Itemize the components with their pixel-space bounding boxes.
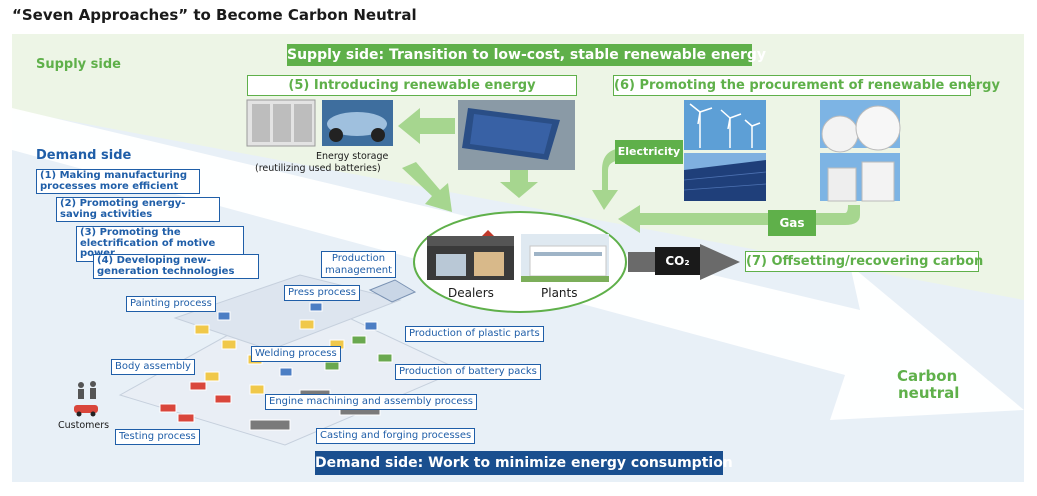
process-engine-machining: Engine machining and assembly process [265,394,477,410]
customers-icon [74,381,98,417]
plants-label: Plants [541,286,578,300]
process-battery-packs: Production of battery packs [395,364,541,380]
solar-plant-image [458,100,575,170]
process-painting: Painting process [126,296,216,312]
process-welding: Welding process [251,346,341,362]
arrow-renewable-to-plants [500,170,538,198]
process-testing: Testing process [115,429,200,445]
carbon-neutral-label-2: neutral [898,384,960,402]
solar-field-image [683,153,767,201]
plants-image [521,234,609,282]
arrow-to-storage [398,108,455,144]
dealers-image [427,230,514,280]
storage-cabinet-image [246,99,316,147]
storage-tank-image [820,153,900,202]
arrow-storage-to-plants [402,162,452,212]
energy-storage-label: Energy storage [316,151,389,162]
box-procurement-renewable: (6) Promoting the procurement of renewab… [613,75,1000,96]
dealers-label: Dealers [448,286,494,300]
page-title: “Seven Approaches” to Become Carbon Neut… [12,6,417,24]
process-plastic-parts: Production of plastic parts [405,326,544,342]
co2-label: CO₂ [655,247,700,275]
demand-banner: Demand side: Work to minimize energy con… [315,451,733,475]
customers-label: Customers [58,420,110,431]
wind-turbine-image [684,100,766,150]
carbon-neutral-label-1: Carbon [897,367,958,385]
approach-2: (2) Promoting energy-saving activities [56,197,220,222]
arrow-gas [618,205,860,233]
process-body-assembly: Body assembly [111,359,195,375]
gas-label: Gas [768,210,816,236]
process-press: Press process [284,285,360,301]
supply-banner: Supply side: Transition to low-cost, sta… [287,44,766,66]
gas-tank-image [820,100,901,153]
supply-arrows [398,108,860,233]
ev-battery-image [322,100,393,146]
arrow-electricity [592,148,680,210]
process-casting-forging: Casting and forging processes [316,428,476,444]
energy-storage-sublabel: (reutilizing used batteries) [255,163,381,174]
demand-side-label: Demand side [36,148,132,163]
supply-side-label: Supply side [36,57,122,72]
process-production-management: Production management [321,251,396,278]
box-offsetting-carbon: (7) Offsetting/recovering carbon [745,251,983,272]
approach-1: (1) Making manufacturing processes more … [36,169,200,194]
electricity-label: Electricity [615,140,683,164]
box-introducing-renewable: (5) Introducing renewable energy [247,75,577,96]
approach-4: (4) Developing new-generation technologi… [93,254,259,279]
